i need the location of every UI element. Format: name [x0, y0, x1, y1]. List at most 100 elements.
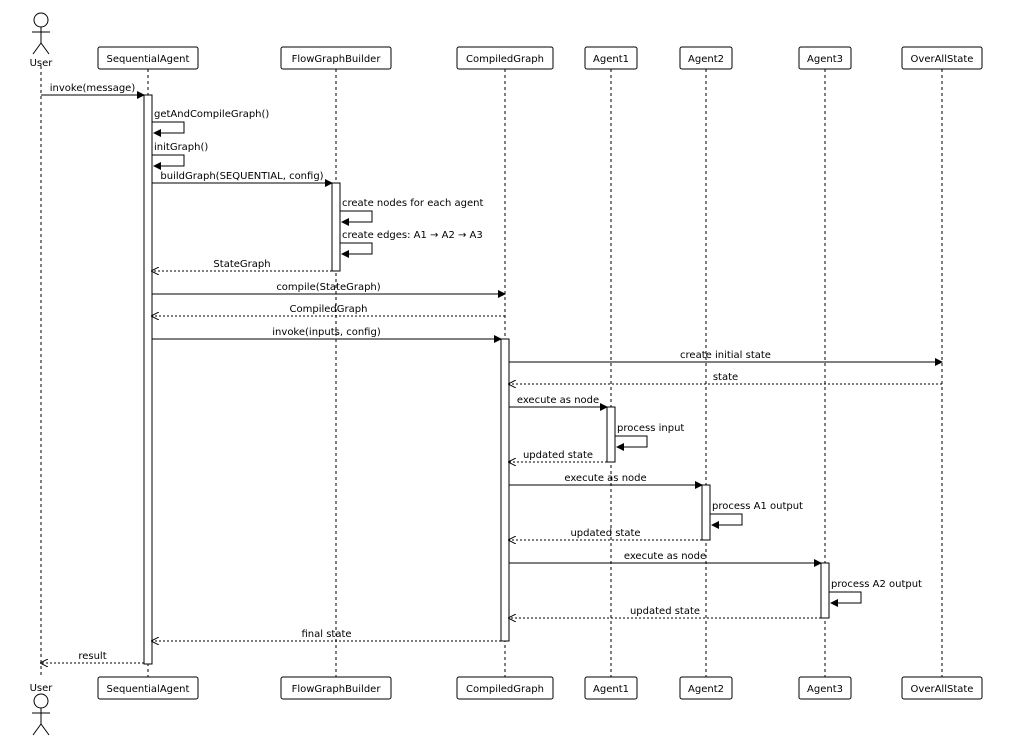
participant-label: CompiledGraph: [466, 54, 544, 65]
message-19: execute as node: [509, 551, 822, 567]
participant-box: [97, 676, 199, 700]
participant-sequentialagent-bottom[interactable]: SequentialAgent: [97, 676, 199, 700]
participant-label: Agent1: [593, 54, 629, 65]
participant-label: Agent3: [807, 684, 843, 695]
participant-label: FlowGraphBuilder: [292, 54, 382, 65]
message-label: getAndCompileGraph(): [154, 109, 269, 120]
participant-overallstate-top[interactable]: OverAllState: [901, 46, 983, 70]
message-label: execute as node: [624, 551, 706, 562]
participant-sequentialagent-top[interactable]: SequentialAgent: [97, 46, 199, 70]
message-1: invoke(message): [41, 83, 145, 99]
participant-compiledgraph-top[interactable]: CompiledGraph: [456, 46, 554, 70]
actor-label: User: [30, 683, 54, 694]
message-12: state: [509, 372, 942, 384]
participant-label: Agent2: [688, 684, 724, 695]
participant-box: [798, 676, 852, 700]
participant-flowgraphbuilder-top[interactable]: FlowGraphBuilder: [280, 46, 392, 70]
actor-head-icon: [33, 12, 49, 28]
participant-agent1-top[interactable]: Agent1: [584, 46, 638, 70]
message-20: process A2 output: [829, 579, 922, 607]
participant-agent1-bottom[interactable]: Agent1: [584, 676, 638, 700]
participant-box: [280, 46, 392, 70]
activation-fgb: [331, 182, 341, 272]
self-call-arrow: [152, 121, 185, 137]
message-23: result: [41, 651, 144, 663]
self-call-arrow: [340, 242, 373, 258]
message-16: execute as node: [509, 473, 703, 489]
message-label: process A1 output: [712, 501, 803, 512]
message-label: create edges: A1 → A2 → A3: [342, 230, 483, 241]
participant-label: SequentialAgent: [107, 54, 190, 65]
message-9: CompiledGraph: [152, 304, 505, 316]
participant-box: [679, 676, 733, 700]
activation-cg: [500, 338, 510, 642]
participant-agent3-bottom[interactable]: Agent3: [798, 676, 852, 700]
participant-label: SequentialAgent: [107, 684, 190, 695]
message-label: CompiledGraph: [290, 304, 368, 315]
message-label: invoke(message): [50, 83, 136, 94]
actor-user-bottom[interactable]: User: [30, 683, 54, 736]
message-11: create initial state: [509, 350, 943, 366]
participant-agent3-top[interactable]: Agent3: [798, 46, 852, 70]
participant-overallstate-bottom[interactable]: OverAllState: [901, 676, 983, 700]
message-label: execute as node: [564, 473, 646, 484]
self-call-arrow: [615, 435, 648, 451]
message-21: updated state: [509, 606, 821, 618]
message-7: StateGraph: [152, 259, 332, 271]
message-label: execute as node: [517, 395, 599, 406]
participant-box: [584, 676, 638, 700]
self-call-arrow: [340, 210, 373, 226]
participant-box: [798, 46, 852, 70]
participant-agent2-top[interactable]: Agent2: [679, 46, 733, 70]
message-label: create initial state: [680, 350, 771, 361]
message-5: create nodes for each agent: [340, 198, 483, 226]
participant-box: [901, 676, 983, 700]
participant-label: Agent2: [688, 54, 724, 65]
message-14: process input: [615, 423, 684, 451]
actor-user-top[interactable]: User: [30, 12, 54, 69]
participant-box: [280, 676, 392, 700]
participant-agent2-bottom[interactable]: Agent2: [679, 676, 733, 700]
participant-label: Agent1: [593, 684, 629, 695]
actor-body-icon: [32, 708, 50, 736]
activation-seq: [143, 94, 153, 665]
self-call-arrow: [710, 513, 743, 529]
actor-head-icon: [33, 693, 49, 709]
actor-body-icon: [32, 27, 50, 55]
participant-box: [456, 46, 554, 70]
message-label: create nodes for each agent: [342, 198, 483, 209]
message-4: buildGraph(SEQUENTIAL, config): [152, 171, 333, 187]
participant-label: Agent3: [807, 54, 843, 65]
participant-box: [97, 46, 199, 70]
message-2: getAndCompileGraph(): [152, 109, 269, 137]
participant-box: [584, 46, 638, 70]
message-22: final state: [152, 629, 501, 641]
participant-label: OverAllState: [911, 684, 974, 695]
message-label: state: [713, 372, 738, 383]
message-17: process A1 output: [710, 501, 803, 529]
message-label: invoke(inputs, config): [272, 327, 381, 338]
message-label: StateGraph: [213, 259, 270, 270]
message-3: initGraph(): [152, 142, 208, 170]
activation-a3: [820, 562, 830, 619]
activation-a1: [606, 406, 616, 463]
participant-box: [901, 46, 983, 70]
message-13: execute as node: [509, 395, 608, 411]
message-label: compile(StateGraph): [276, 282, 380, 293]
actor-label: User: [30, 58, 54, 69]
message-label: process input: [617, 423, 684, 434]
message-label: updated state: [630, 606, 700, 617]
self-call-arrow: [152, 154, 185, 170]
message-label: updated state: [570, 528, 640, 539]
message-label: final state: [301, 629, 351, 640]
participant-compiledgraph-bottom[interactable]: CompiledGraph: [456, 676, 554, 700]
message-label: result: [78, 651, 106, 662]
message-label: buildGraph(SEQUENTIAL, config): [160, 171, 323, 182]
message-label: updated state: [523, 450, 593, 461]
participant-box: [456, 676, 554, 700]
participant-flowgraphbuilder-bottom[interactable]: FlowGraphBuilder: [280, 676, 392, 700]
participant-label: OverAllState: [911, 54, 974, 65]
message-label: process A2 output: [831, 579, 922, 590]
message-15: updated state: [509, 450, 607, 462]
